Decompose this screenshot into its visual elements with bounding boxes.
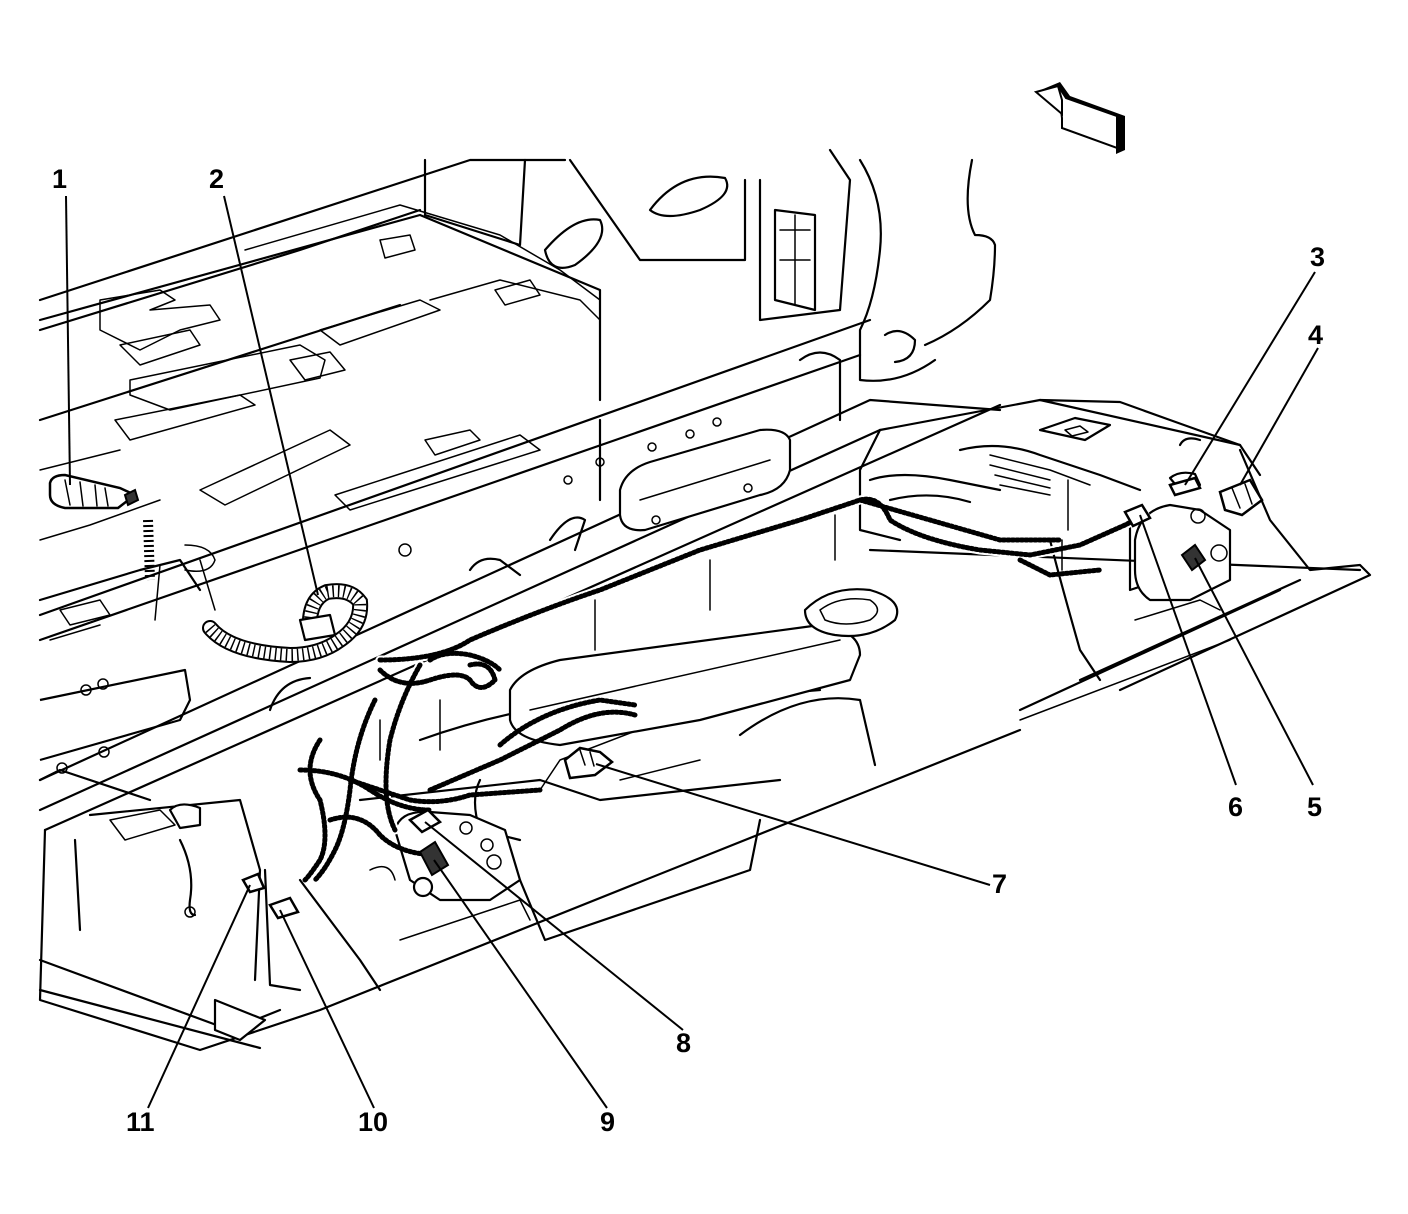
callout-11: 11	[126, 1107, 155, 1137]
callout-4: 4	[1308, 320, 1324, 350]
frame-rail	[38, 318, 1002, 832]
callout-8: 8	[676, 1028, 692, 1058]
lower-rear-floor	[38, 428, 1022, 1052]
connector-7	[563, 746, 615, 780]
leader-6	[1139, 514, 1237, 786]
rear-structure	[868, 398, 1372, 721]
callout-3: 3	[1310, 242, 1326, 272]
connector-10	[268, 896, 300, 920]
callout-1: 1	[52, 164, 68, 194]
leader-9	[433, 859, 608, 1109]
leader-11	[147, 884, 251, 1109]
leader-8	[424, 821, 684, 1031]
connector-5	[1180, 543, 1207, 572]
connector-11	[241, 872, 266, 894]
callout-10: 10	[358, 1107, 389, 1137]
connector-6	[1123, 503, 1152, 528]
callout-2: 2	[209, 164, 225, 194]
leader-5	[1194, 557, 1314, 786]
connector-3	[1168, 476, 1202, 497]
callout-leaders	[65, 195, 1319, 1109]
connector-4	[1218, 478, 1264, 517]
connector-1	[48, 473, 140, 510]
rear-wiring-harness	[143, 479, 1150, 885]
leader-1	[65, 195, 71, 486]
callout-7: 7	[992, 869, 1008, 899]
callout-6: 6	[1228, 792, 1244, 822]
leader-7	[595, 763, 991, 886]
leader-3	[1184, 271, 1316, 486]
forward-direction-arrow-icon	[1033, 82, 1125, 154]
callout-9: 9	[600, 1107, 616, 1137]
leader-2	[223, 195, 319, 596]
connector-8	[407, 808, 443, 834]
leader-4	[1239, 347, 1319, 486]
leader-10	[279, 909, 375, 1109]
callout-5: 5	[1307, 792, 1323, 822]
floor-panel	[38, 148, 997, 774]
connector-9	[418, 840, 450, 877]
